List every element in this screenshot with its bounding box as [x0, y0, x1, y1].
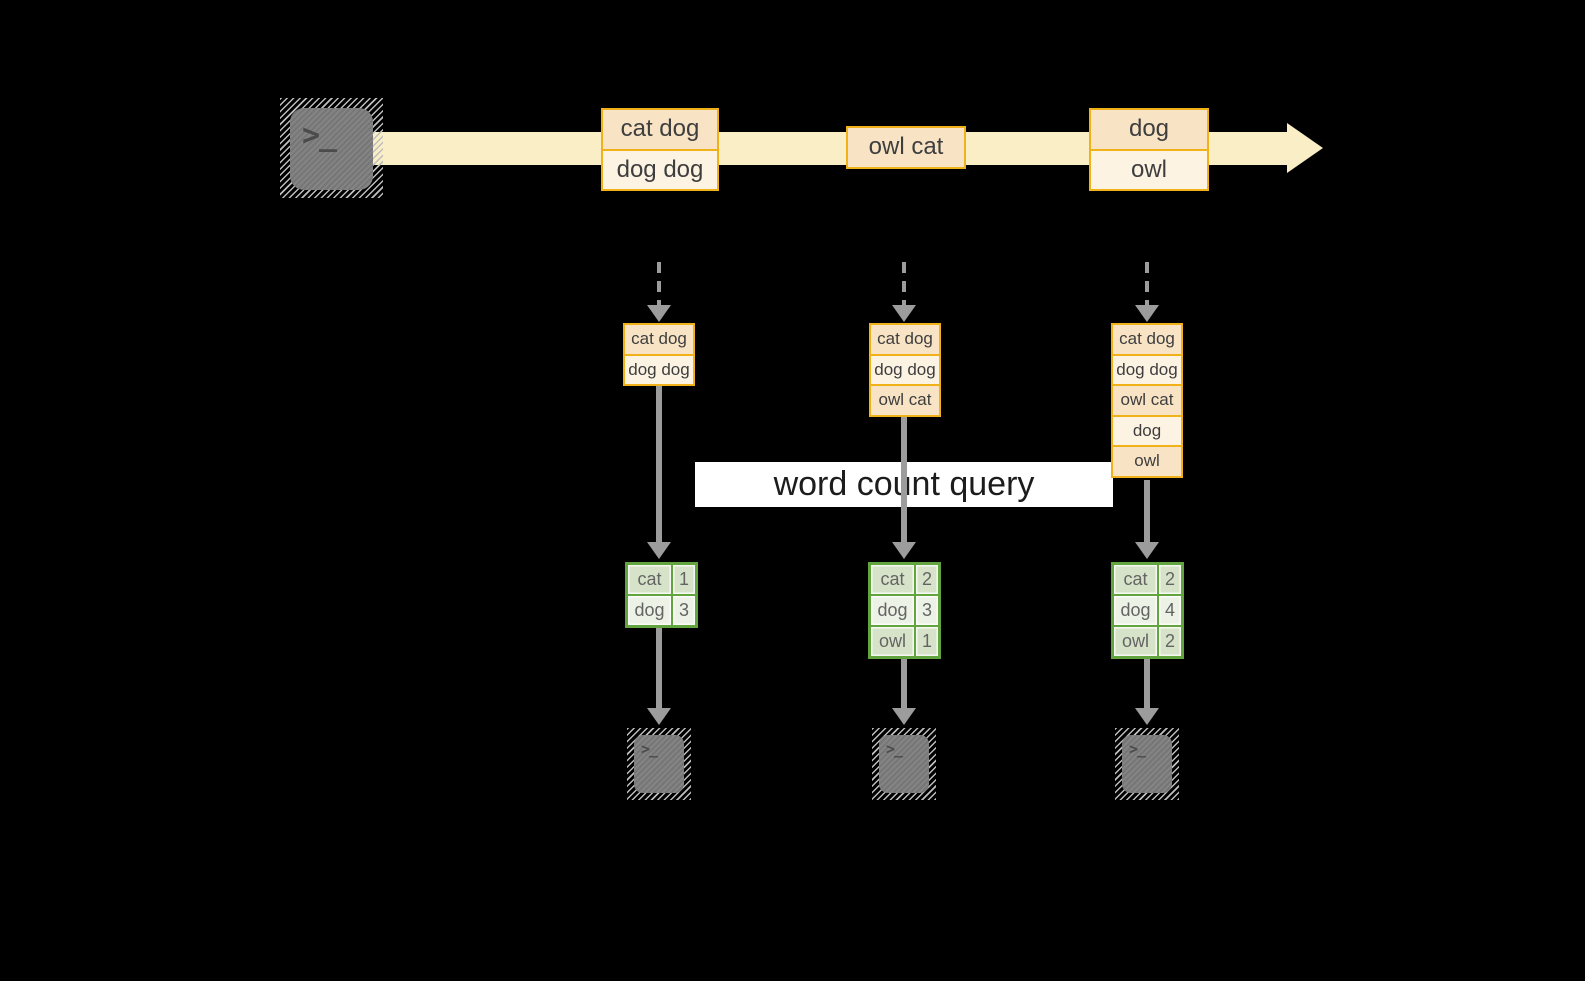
arrowhead-icon — [892, 708, 916, 725]
terminal-icon: >_ — [1115, 728, 1179, 800]
stream-message: owl — [1091, 148, 1207, 189]
buffer-message: owl cat — [871, 384, 939, 415]
terminal-prompt-glyph: >_ — [641, 740, 658, 758]
buffer-stack-2: cat dog dog dog owl cat — [869, 323, 941, 417]
buffer-message: cat dog — [1113, 325, 1181, 354]
arrowhead-icon — [1135, 542, 1159, 559]
stream-message: dog dog — [603, 148, 717, 189]
stream-message: owl cat — [848, 128, 964, 167]
terminal-prompt-glyph: >_ — [886, 740, 903, 758]
word-cell: cat — [1114, 565, 1157, 594]
arrow-icon — [656, 386, 662, 543]
terminal-prompt-glyph: >_ — [1129, 740, 1146, 758]
count-cell: 1 — [673, 565, 695, 594]
word-cell: dog — [1114, 596, 1157, 625]
arrowhead-icon — [1135, 305, 1159, 322]
word-cell: owl — [1114, 627, 1157, 656]
buffer-message: dog dog — [871, 353, 939, 384]
buffer-message: cat dog — [625, 325, 693, 354]
stream-message: dog — [1091, 110, 1207, 149]
buffer-message: dog dog — [1113, 353, 1181, 384]
arrowhead-icon — [892, 542, 916, 559]
word-cell: cat — [628, 565, 671, 594]
buffer-message: owl cat — [1113, 384, 1181, 415]
word-cell: cat — [871, 565, 914, 594]
count-cell: 3 — [916, 596, 938, 625]
terminal-screen: >_ — [879, 735, 929, 793]
arrowhead-icon — [647, 708, 671, 725]
arrow-icon — [901, 659, 907, 708]
terminal-icon: >_ — [872, 728, 936, 800]
stream-message: cat dog — [603, 110, 717, 149]
count-cell: 2 — [1159, 565, 1181, 594]
terminal-screen: >_ — [290, 108, 373, 190]
dashed-arrow-icon — [1145, 262, 1149, 306]
arrowhead-icon — [892, 305, 916, 322]
word-cell: dog — [628, 596, 671, 625]
terminal-icon: >_ — [280, 98, 383, 198]
terminal-icon: >_ — [627, 728, 691, 800]
count-table-2: cat 2 dog 3 owl 1 — [868, 562, 941, 659]
arrow-icon — [656, 628, 662, 708]
buffer-message: cat dog — [871, 325, 939, 354]
arrowhead-icon — [647, 542, 671, 559]
count-cell: 2 — [916, 565, 938, 594]
buffer-message: owl — [1113, 445, 1181, 476]
count-table-1: cat 1 dog 3 — [625, 562, 698, 628]
buffer-message: dog dog — [625, 353, 693, 384]
stream-batch-3: dog owl — [1089, 108, 1209, 191]
dashed-arrow-icon — [657, 262, 661, 306]
count-cell: 2 — [1159, 627, 1181, 656]
terminal-screen: >_ — [1122, 735, 1172, 793]
arrowhead-icon — [647, 305, 671, 322]
count-cell: 4 — [1159, 596, 1181, 625]
stream-batch-1: cat dog dog dog — [601, 108, 719, 191]
count-cell: 3 — [673, 596, 695, 625]
stream-arrowhead-icon — [1287, 123, 1323, 173]
stream-batch-2: owl cat — [846, 126, 966, 169]
word-cell: owl — [871, 627, 914, 656]
terminal-screen: >_ — [634, 735, 684, 793]
word-cell: dog — [871, 596, 914, 625]
buffer-stack-3: cat dog dog dog owl cat dog owl — [1111, 323, 1183, 478]
count-table-3: cat 2 dog 4 owl 2 — [1111, 562, 1184, 659]
count-cell: 1 — [916, 627, 938, 656]
dashed-arrow-icon — [902, 262, 906, 306]
buffer-message: dog — [1113, 414, 1181, 445]
arrow-icon — [901, 417, 907, 543]
terminal-prompt-glyph: >_ — [302, 118, 337, 153]
arrow-icon — [1144, 659, 1150, 708]
buffer-stack-1: cat dog dog dog — [623, 323, 695, 386]
arrow-icon — [1144, 480, 1150, 543]
arrowhead-icon — [1135, 708, 1159, 725]
